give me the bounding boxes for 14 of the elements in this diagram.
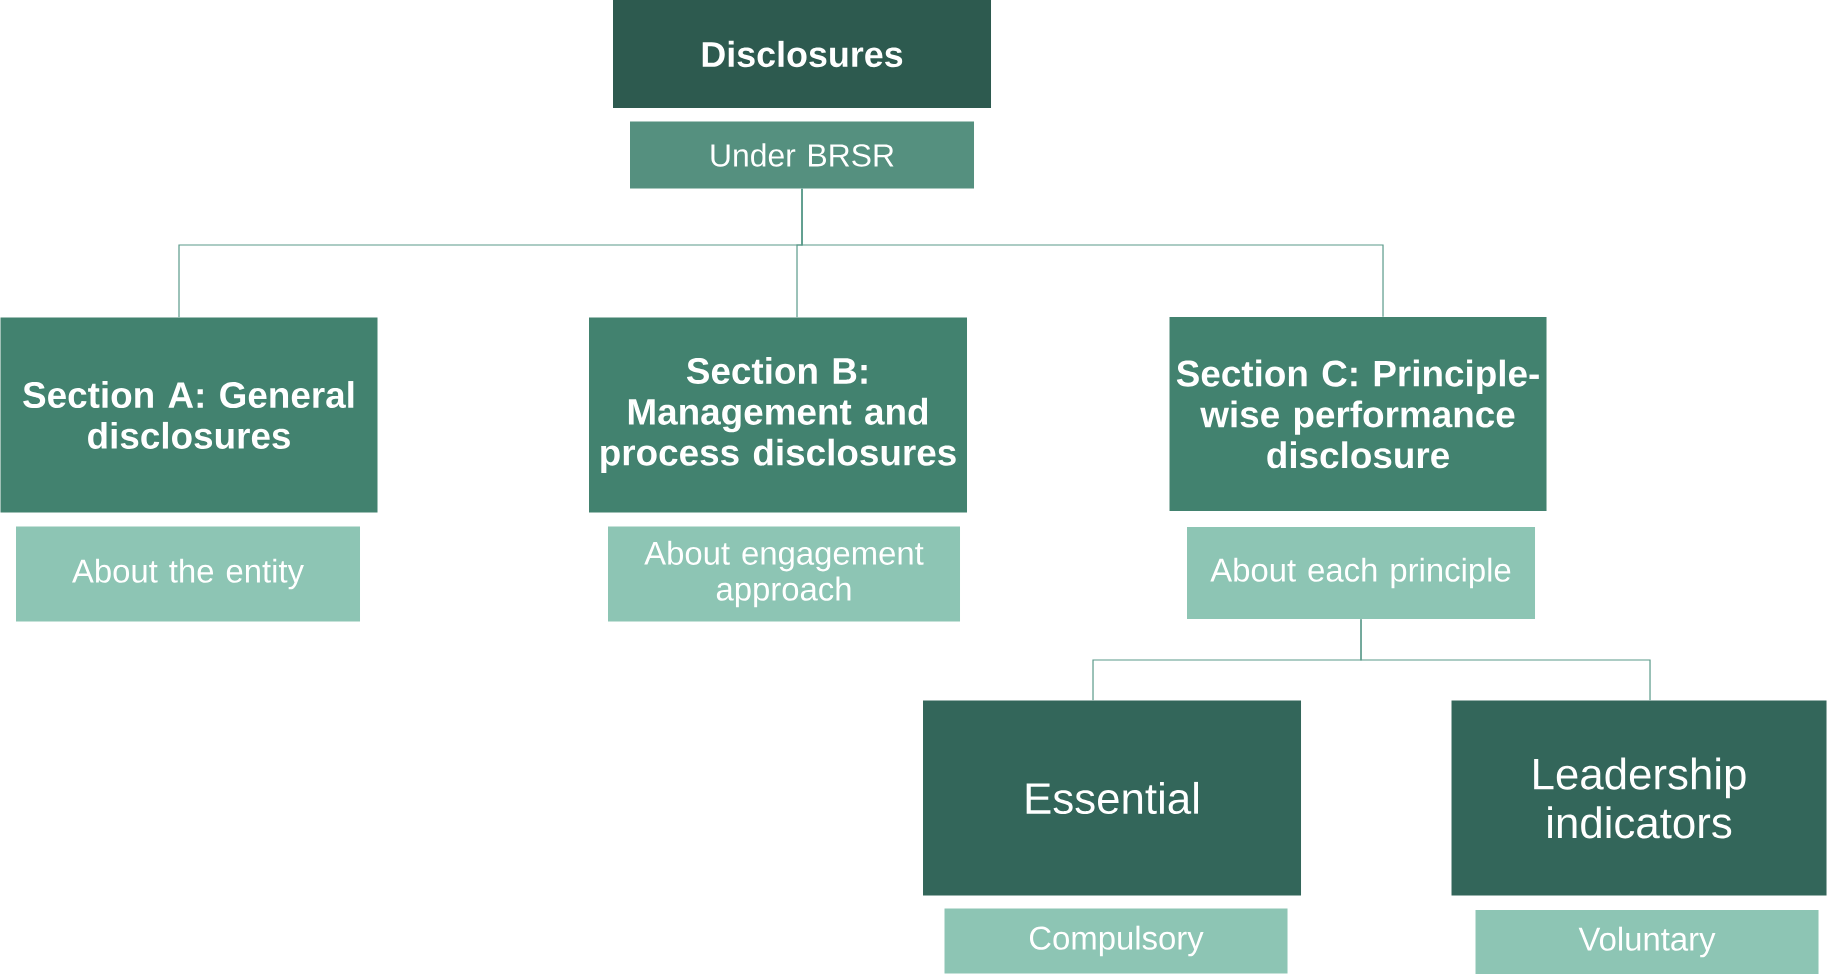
section-box: Section A: General disclosures bbox=[0, 317, 378, 513]
indicator-box: Essential bbox=[923, 700, 1301, 896]
description-box: Compulsory bbox=[944, 908, 1288, 974]
description-box: About engagement approach bbox=[608, 526, 960, 622]
indicator-box: Leadership indicators bbox=[1451, 700, 1827, 896]
connector bbox=[801, 188, 1384, 318]
connector bbox=[1360, 618, 1651, 701]
title-box: Disclosures bbox=[613, 0, 991, 108]
description-box: Voluntary bbox=[1475, 910, 1819, 974]
description-box: About the entity bbox=[16, 526, 360, 622]
subtitle-box: Under BRSR bbox=[630, 121, 974, 189]
section-box: Section C: Principle-wise performance disclosure bbox=[1169, 317, 1547, 511]
section-box: Section B: Management and process disclosures bbox=[589, 317, 967, 513]
description-box: About each principle bbox=[1187, 527, 1535, 619]
